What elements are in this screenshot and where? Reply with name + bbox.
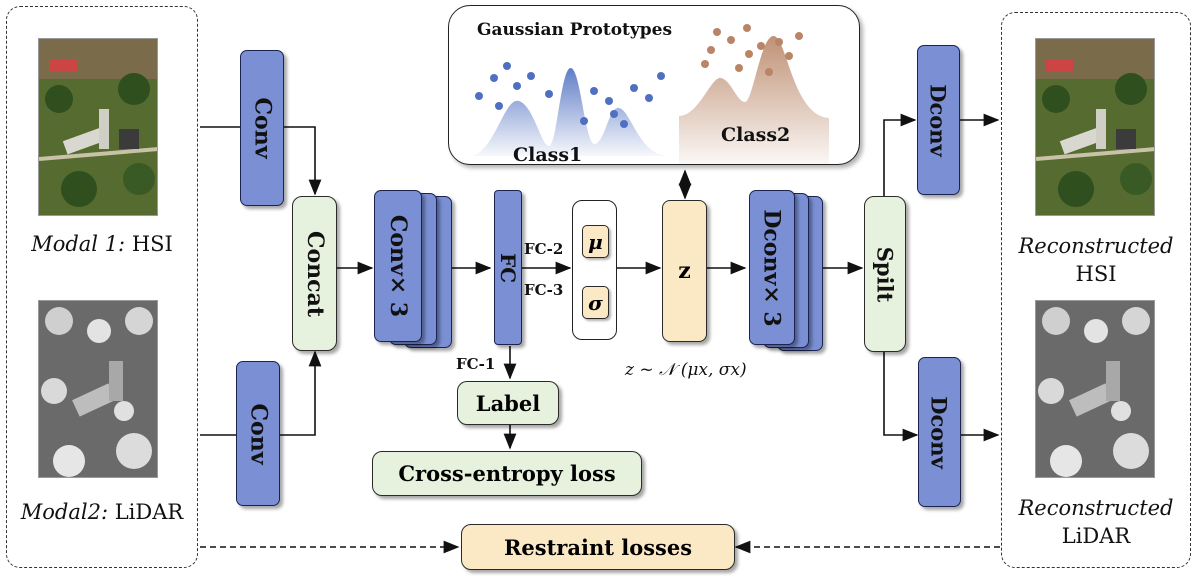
modal1-caption: Modal 1: HSI xyxy=(10,232,194,256)
sigma-box: σ xyxy=(582,286,609,319)
dconv-x3-block: Dconv× 3 xyxy=(749,190,795,345)
reconstructed-hsi-graphic xyxy=(1036,39,1154,215)
concat-block: Concat xyxy=(292,196,337,351)
dconv-top-block: Dconv xyxy=(917,45,960,195)
conv-x3-block: Conv× 3 xyxy=(374,190,422,342)
lidar-image-graphic xyxy=(39,301,157,477)
fc2-label: FC-2 xyxy=(524,240,564,258)
restraint-losses-text: Restraint losses xyxy=(503,534,693,560)
modal1-prefix: Modal 1: xyxy=(31,232,126,256)
z-block: z xyxy=(662,200,707,342)
concat-label: Concat xyxy=(301,230,328,317)
lidar-image xyxy=(38,300,158,478)
fc3-label: FC-3 xyxy=(524,281,564,299)
sigma-label: σ xyxy=(588,290,603,315)
class1-label: Class1 xyxy=(513,144,583,165)
mu-label: μ xyxy=(588,229,603,254)
conv-top-block: Conv xyxy=(240,50,284,206)
fc-block: FC xyxy=(494,190,522,345)
restraint-losses-block: Restraint losses xyxy=(461,524,735,570)
reconstructed-lidar-caption: Reconstructed LiDAR xyxy=(1003,494,1189,550)
split-label: Spilt xyxy=(872,246,898,302)
hsi-image xyxy=(38,38,158,216)
fc1-label: FC-1 xyxy=(456,355,496,373)
reconstructed-lidar-image xyxy=(1035,300,1155,478)
z-label: z xyxy=(678,258,691,284)
split-block: Spilt xyxy=(864,196,906,352)
modal2-prefix: Modal2: xyxy=(20,500,109,524)
fc-label: FC xyxy=(496,252,520,283)
modal1-name: HSI xyxy=(131,232,173,256)
cross-entropy-loss-text: Cross-entropy loss xyxy=(398,461,616,486)
dconv-bottom-block: Dconv xyxy=(918,357,961,507)
reconstructed-lidar-line2: LiDAR xyxy=(1061,524,1131,548)
conv-x3-label: Conv× 3 xyxy=(385,214,411,318)
conv-top-label: Conv xyxy=(249,97,275,159)
reconstructed-hsi-line2: HSI xyxy=(1075,262,1117,286)
dconv-top-label: Dconv xyxy=(926,83,952,157)
gaussian-curves xyxy=(469,24,829,164)
dconv-x3-label: Dconv× 3 xyxy=(759,208,786,327)
cross-entropy-loss-block: Cross-entropy loss xyxy=(372,451,642,496)
dconv-bottom-label: Dconv xyxy=(927,395,953,469)
conv-bottom-block: Conv xyxy=(236,361,280,506)
label-text: Label xyxy=(475,390,541,416)
mu-box: μ xyxy=(582,225,609,258)
conv-bottom-label: Conv xyxy=(245,403,271,464)
modal2-caption: Modal2: LiDAR xyxy=(10,500,194,524)
modal2-name: LiDAR xyxy=(114,500,184,524)
reconstructed-lidar-graphic xyxy=(1036,301,1154,477)
mu-sigma-group xyxy=(572,200,617,340)
hsi-image-graphic xyxy=(39,39,157,215)
reconstructed-hsi-line1: Reconstructed xyxy=(1018,234,1174,258)
z-formula: z ~ 𝒩 (μx, σx) xyxy=(625,360,747,380)
reconstructed-lidar-line1: Reconstructed xyxy=(1018,496,1174,520)
prototypes-title: Gaussian Prototypes xyxy=(477,20,673,40)
reconstructed-hsi-image xyxy=(1035,38,1155,216)
label-block: Label xyxy=(457,381,559,425)
reconstructed-hsi-caption: Reconstructed HSI xyxy=(1003,232,1189,288)
gaussian-prototypes-box: Gaussian Prototypes Class1 Class2 xyxy=(448,5,860,165)
class2-label: Class2 xyxy=(721,124,791,146)
